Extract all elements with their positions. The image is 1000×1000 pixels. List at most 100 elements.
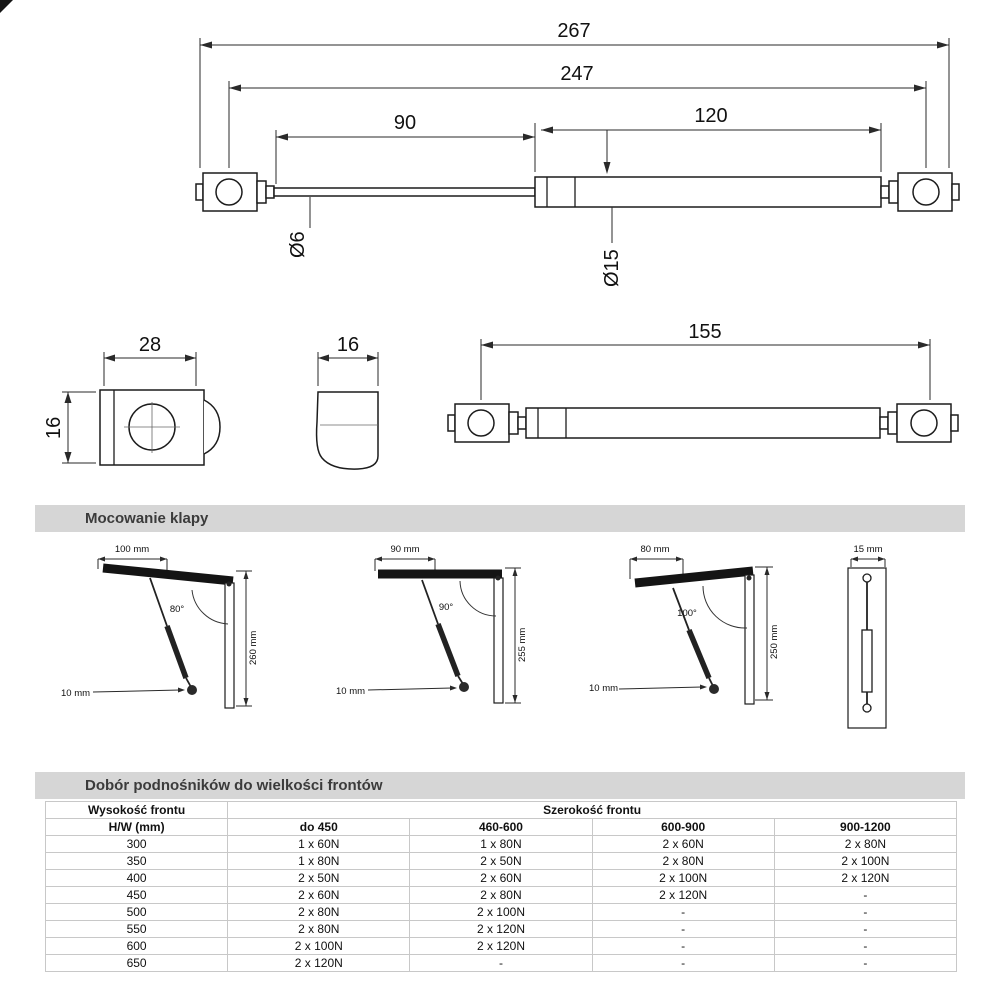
cell-front-height: 350 — [44, 852, 229, 870]
cell-lifter: 1 x 80N — [227, 852, 411, 870]
diagram1-dims — [92, 556, 252, 707]
cell-lifter: - — [773, 920, 958, 938]
diagram3-height-dim: 250 mm — [769, 625, 780, 659]
header-col-460-600: 460-600 — [409, 818, 593, 836]
diagram3-top-dim: 80 mm — [640, 544, 669, 555]
diagram2-angle: 90° — [439, 602, 454, 613]
lifter-selection-table: Wysokość frontu Szerokość frontu H/W (mm… — [44, 801, 958, 972]
table-row: 500 2 x 80N 2 x 100N - - — [44, 903, 958, 921]
mounting-diagram-100: 80 mm 100° 250 mm 10 mm — [589, 544, 780, 705]
table-row: 300 1 x 60N 1 x 80N 2 x 60N 2 x 80N — [44, 835, 958, 853]
mounting-diagram-90: 90 mm 90° 255 mm 10 mm — [336, 544, 528, 704]
cell-lifter: - — [773, 886, 958, 904]
mounting-section-header: Mocowanie klapy — [35, 505, 965, 532]
compressed-length-label: 155 — [688, 321, 721, 343]
diagram1-height-dim: 260 mm — [248, 631, 259, 665]
corner-mark — [0, 0, 13, 13]
end-fitting-and-compressed-drawing: 28 16 16 — [43, 321, 959, 470]
header-front-width: Szerokość frontu — [227, 801, 957, 819]
cell-front-height: 400 — [44, 869, 229, 887]
cell-lifter: 2 x 100N — [409, 903, 593, 921]
cell-lifter: - — [591, 937, 775, 955]
cell-lifter: 2 x 100N — [227, 937, 411, 955]
selection-section-title: Dobór podnośników do wielkości frontów — [85, 777, 383, 794]
cell-lifter: 2 x 120N — [409, 920, 593, 938]
bracket-side-dims — [317, 352, 379, 386]
table-header-row-1: Wysokość frontu Szerokość frontu — [44, 801, 957, 819]
diagram3-socket-dim: 10 mm — [589, 683, 618, 694]
cell-lifter: 2 x 80N — [227, 903, 411, 921]
gas-spring-extended-drawing: 267 247 90 120 Ø6 Ø15 — [195, 20, 960, 287]
header-hw-mm: H/W (mm) — [44, 818, 229, 836]
cell-lifter: - — [591, 954, 775, 972]
diagram3-angle: 100° — [677, 608, 697, 619]
diagram3-dims — [618, 556, 773, 701]
cell-lifter: 2 x 60N — [409, 869, 593, 887]
cylinder-diameter-label: Ø15 — [601, 249, 623, 287]
table-row: 450 2 x 60N 2 x 80N 2 x 120N - — [44, 886, 958, 904]
mounting-diagram-closed: 15 mm — [847, 544, 887, 729]
cell-lifter: 2 x 50N — [227, 869, 411, 887]
cell-front-height: 300 — [44, 835, 229, 853]
cell-lifter: 2 x 80N — [409, 886, 593, 904]
rod-diameter-label: Ø6 — [287, 231, 309, 258]
table-row: 400 2 x 50N 2 x 60N 2 x 100N 2 x 120N — [44, 869, 958, 887]
cell-front-height: 650 — [44, 954, 229, 972]
cell-lifter: 2 x 100N — [773, 852, 958, 870]
cell-lifter: - — [773, 937, 958, 955]
compressed-dims — [480, 339, 931, 400]
cell-lifter: - — [409, 954, 593, 972]
cell-lifter: 2 x 120N — [591, 886, 775, 904]
cell-lifter: - — [773, 954, 958, 972]
gas-spring-body — [195, 172, 960, 212]
cell-lifter: - — [773, 903, 958, 921]
dimension-lines-extended — [199, 38, 950, 243]
mounting-diagram-80: 100 mm 80° 260 mm 10 mm — [61, 544, 259, 709]
bracket-height-label: 16 — [43, 417, 65, 439]
bracket-front-view — [99, 389, 221, 466]
header-col-900-1200: 900-1200 — [773, 818, 958, 836]
cell-lifter: - — [591, 920, 775, 938]
bracket-width-label: 28 — [139, 334, 161, 356]
diagram2-height-dim: 255 mm — [517, 628, 528, 662]
cell-lifter: 2 x 100N — [591, 869, 775, 887]
cell-lifter: 2 x 80N — [591, 852, 775, 870]
mounting-diagrams: 100 mm 80° 260 mm 10 mm — [61, 544, 887, 729]
dim-cylinder-length-label: 120 — [694, 105, 727, 127]
diagram4-top-dim: 15 mm — [853, 544, 882, 555]
table-row: 350 1 x 80N 2 x 50N 2 x 80N 2 x 100N — [44, 852, 958, 870]
bracket-front-dims — [62, 352, 197, 464]
selection-section-header: Dobór podnośników do wielkości frontów — [35, 772, 965, 799]
header-col-do450: do 450 — [227, 818, 411, 836]
diagram1-socket-dim: 10 mm — [61, 688, 90, 699]
table-header-row-2: H/W (mm) do 450 460-600 600-900 900-1200 — [44, 818, 958, 836]
cell-lifter: 1 x 80N — [409, 835, 593, 853]
cell-front-height: 450 — [44, 886, 229, 904]
cell-front-height: 500 — [44, 903, 229, 921]
dim-extended-length-label: 247 — [560, 63, 593, 85]
diagram1-angle: 80° — [170, 604, 185, 615]
table-row: 600 2 x 100N 2 x 120N - - — [44, 937, 958, 955]
diagram2-socket-dim: 10 mm — [336, 686, 365, 697]
cell-lifter: 2 x 80N — [773, 835, 958, 853]
diagram2-top-dim: 90 mm — [390, 544, 419, 555]
dim-overall-length-label: 267 — [557, 20, 590, 42]
diagram4-dims — [850, 556, 886, 567]
cell-front-height: 600 — [44, 937, 229, 955]
cell-lifter: 2 x 60N — [227, 886, 411, 904]
cell-lifter: 2 x 120N — [409, 937, 593, 955]
table-row: 650 2 x 120N - - - — [44, 954, 958, 972]
table-row: 550 2 x 80N 2 x 120N - - — [44, 920, 958, 938]
diagram1-top-dim: 100 mm — [115, 544, 149, 555]
cell-lifter: 1 x 60N — [227, 835, 411, 853]
cell-lifter: 2 x 60N — [591, 835, 775, 853]
cell-lifter: 2 x 80N — [227, 920, 411, 938]
cell-front-height: 550 — [44, 920, 229, 938]
cell-lifter: 2 x 120N — [773, 869, 958, 887]
gas-spring-compressed-body — [447, 403, 959, 443]
dim-rod-length-label: 90 — [394, 112, 416, 134]
bracket-depth-label: 16 — [337, 334, 359, 356]
header-front-height: Wysokość frontu — [44, 801, 229, 819]
diagram2-dims — [367, 556, 521, 704]
